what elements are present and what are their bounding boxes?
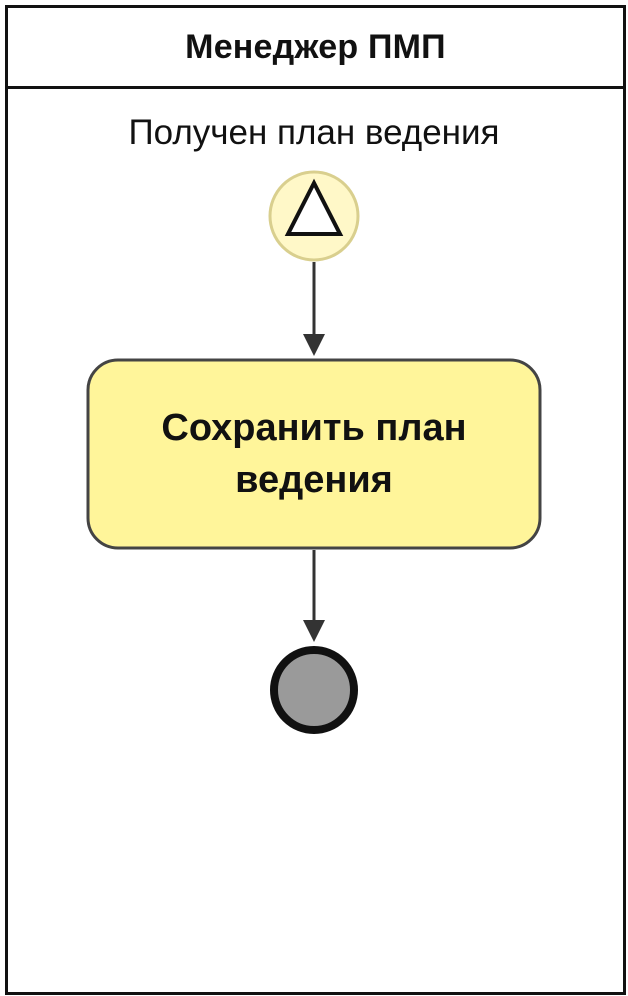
swimlane-header: Менеджер ПМП (8, 8, 623, 89)
task-label: Сохранить план ведения (161, 407, 467, 501)
arrowhead-icon (303, 620, 325, 642)
triangle-signal-icon (284, 178, 344, 236)
start-event[interactable] (268, 170, 360, 262)
swimlane-title: Менеджер ПМП (185, 27, 446, 66)
swimlane: Менеджер ПМП (5, 5, 626, 995)
end-event-circle-icon[interactable] (270, 646, 358, 734)
arrowhead-icon (303, 334, 325, 356)
task-box[interactable] (86, 358, 542, 550)
start-event-label: Получен план ведения (128, 113, 500, 152)
